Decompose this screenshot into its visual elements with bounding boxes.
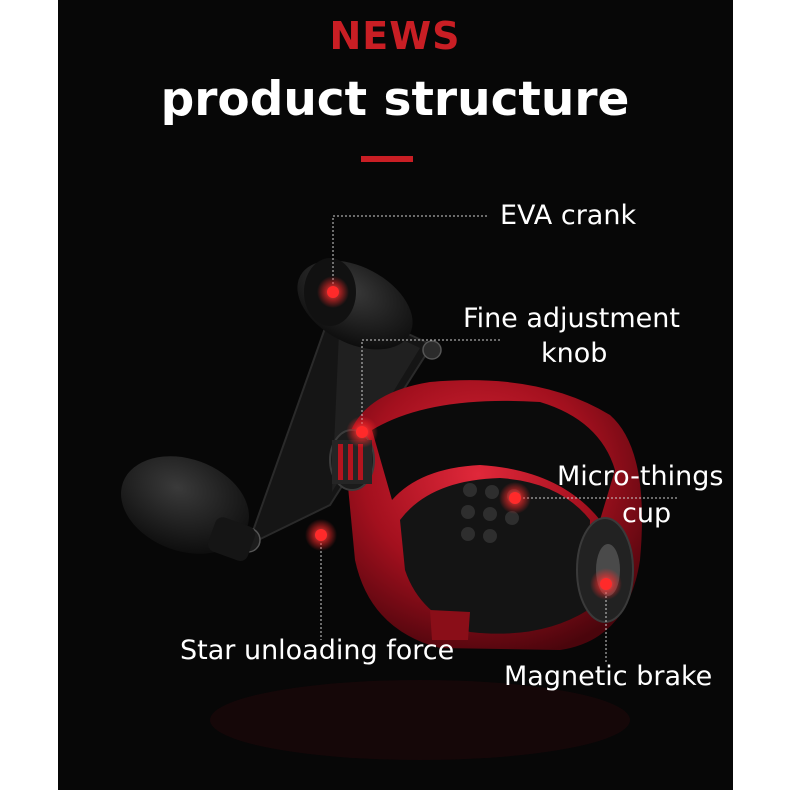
leader-eva-crank (332, 215, 488, 292)
label-micro-cup-line1: Micro-things (557, 461, 724, 492)
label-fine-adjust-line2: knob (541, 338, 608, 369)
label-fine-adjust-line1: Fine adjustment (463, 303, 680, 334)
marker-micro-cup (499, 482, 531, 514)
marker-fine-adjust (346, 416, 378, 448)
label-star-drag: Star unloading force (180, 635, 455, 666)
marker-star-drag (305, 519, 337, 551)
markers (305, 276, 622, 600)
reel-reflection (210, 680, 630, 760)
title-underline (361, 156, 413, 162)
label-micro-cup-line2: cup (622, 498, 672, 529)
marker-magnetic-brake (590, 568, 622, 600)
label-eva-crank: EVA crank (500, 200, 637, 231)
leader-fine-adjust (361, 339, 500, 432)
reel-body (329, 380, 642, 650)
eva-knob-bottom (121, 456, 256, 561)
page-title: product structure (160, 72, 630, 127)
label-magnetic-brake: Magnetic brake (504, 661, 713, 692)
news-tag: NEWS (329, 14, 461, 58)
marker-eva-crank (317, 276, 349, 308)
